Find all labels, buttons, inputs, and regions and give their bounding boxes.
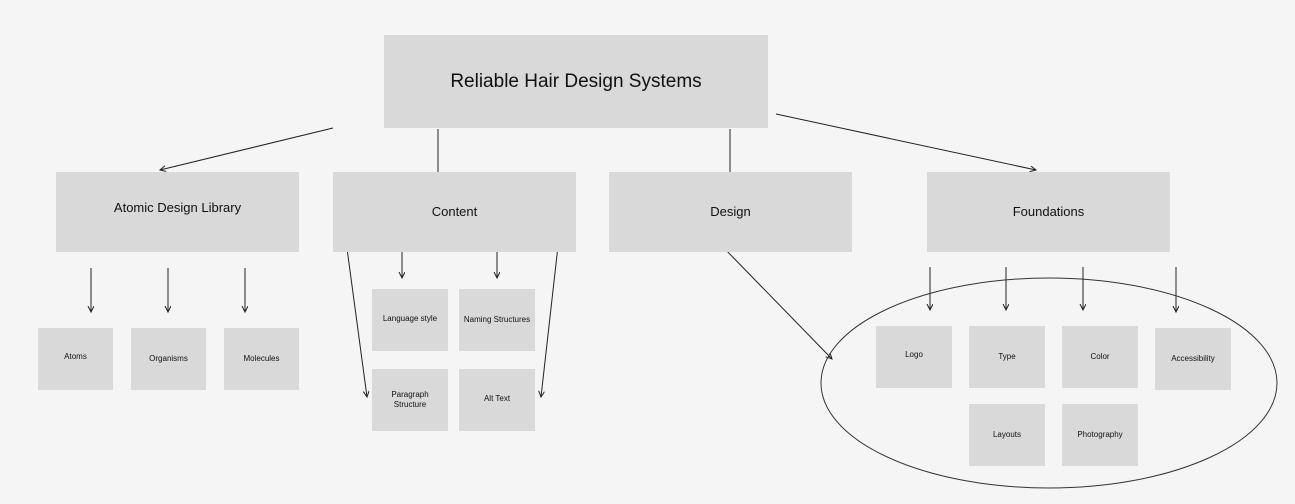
leaf-naming-structures[interactable]: Naming Structures: [459, 289, 535, 351]
arrow-root-to-foundations: [775, 113, 1036, 170]
leaf-photography[interactable]: Photography: [1062, 404, 1138, 466]
arrow-content-to-paragraph-structure: [345, 240, 367, 397]
arrow-content-to-alt-text: [541, 245, 559, 397]
category-foundations[interactable]: Foundations: [927, 172, 1170, 252]
category-design[interactable]: Design: [609, 172, 852, 252]
category-atomic-design-library[interactable]: Atomic Design Library: [56, 172, 299, 252]
category-content[interactable]: Content: [333, 172, 576, 252]
arrow-root-to-atomic: [160, 127, 334, 170]
leaf-layouts[interactable]: Layouts: [969, 404, 1045, 466]
leaf-paragraph-structure[interactable]: Paragraph Structure: [372, 369, 448, 431]
leaf-alt-text[interactable]: Alt Text: [459, 369, 535, 431]
leaf-language-style[interactable]: Language style: [372, 289, 448, 351]
leaf-molecules[interactable]: Molecules: [224, 328, 299, 390]
leaf-color[interactable]: Color: [1062, 326, 1138, 388]
leaf-accessibility[interactable]: Accessibility: [1155, 328, 1231, 390]
root-node[interactable]: Reliable Hair Design Systems: [384, 35, 768, 128]
leaf-type[interactable]: Type: [969, 326, 1045, 388]
leaf-logo[interactable]: Logo: [876, 326, 952, 388]
leaf-organisms[interactable]: Organisms: [131, 328, 206, 390]
leaf-atoms[interactable]: Atoms: [38, 328, 113, 390]
arrow-design-to-foundations-group: [721, 245, 832, 359]
